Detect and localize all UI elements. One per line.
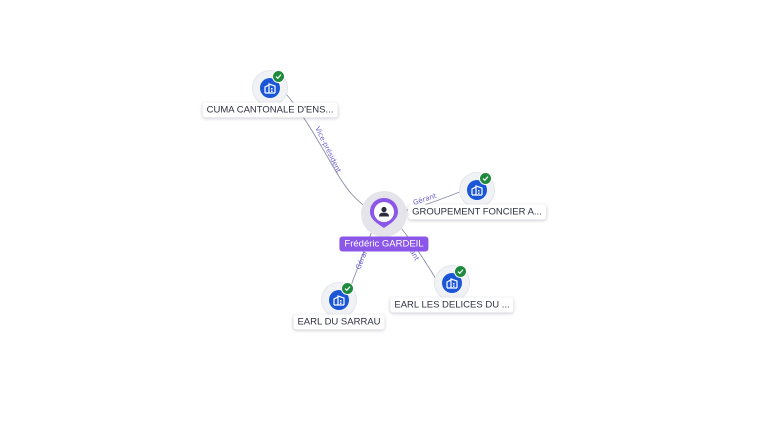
verified-check-icon bbox=[479, 172, 492, 185]
company-node-earl-delices[interactable] bbox=[435, 265, 469, 300]
person-label[interactable]: Frédéric GARDEIL bbox=[339, 236, 429, 252]
person-pin-icon bbox=[370, 198, 398, 228]
company-label-groupement[interactable]: GROUPEMENT FONCIER A... bbox=[408, 204, 546, 220]
company-label-cuma[interactable]: CUMA CANTONALE D'ENS... bbox=[202, 102, 338, 118]
company-node-groupement[interactable] bbox=[460, 172, 494, 207]
building-icon bbox=[260, 78, 280, 98]
verified-check-icon bbox=[341, 282, 354, 295]
company-node-cuma[interactable] bbox=[253, 70, 287, 105]
edge-label-cuma: Vice-président bbox=[313, 125, 342, 174]
verified-check-icon bbox=[454, 265, 467, 278]
company-label-earl-delices[interactable]: EARL LES DELICES DU ... bbox=[390, 297, 514, 313]
building-icon bbox=[442, 273, 462, 293]
building-icon bbox=[467, 180, 487, 200]
verified-check-icon bbox=[272, 70, 285, 83]
company-node-earl-sarrau[interactable] bbox=[322, 282, 356, 317]
building-icon bbox=[329, 290, 349, 310]
person-icon bbox=[379, 206, 389, 217]
company-label-earl-sarrau[interactable]: EARL DU SARRAU bbox=[293, 314, 385, 330]
